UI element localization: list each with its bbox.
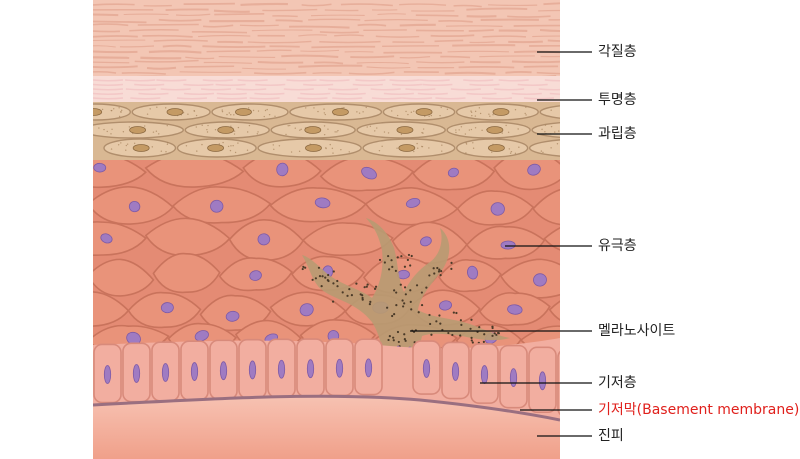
label-melanocyte: 멜라노사이트 <box>598 323 676 339</box>
basement-membrane-line <box>93 394 560 422</box>
lucidum-texture <box>93 79 560 100</box>
label-stratum-basale: 기저층 <box>598 375 637 391</box>
label-stratum-spinosum: 유극층 <box>598 238 637 254</box>
leader-lines <box>410 51 592 437</box>
label-stratum-lucidum: 투명층 <box>598 92 637 108</box>
label-stratum-corneum: 각질층 <box>598 44 637 60</box>
basal-cells <box>93 338 560 416</box>
granular-cells <box>93 103 560 158</box>
dermis-layer <box>93 396 560 459</box>
label-stratum-granulosum: 과립층 <box>598 126 637 142</box>
label-dermis: 진피 <box>598 428 624 444</box>
label-basement-membrane: 기저막(Basement membrane) <box>598 402 800 418</box>
